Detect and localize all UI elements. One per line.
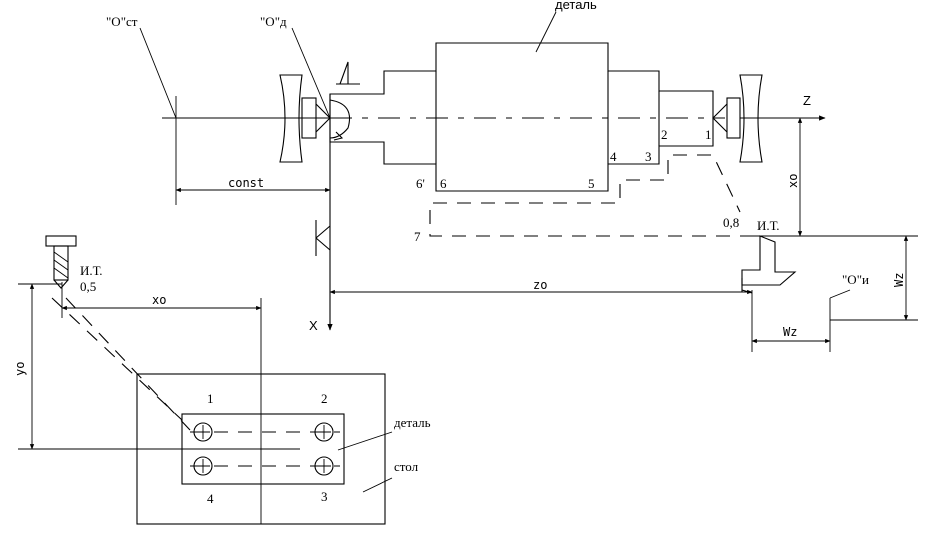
profile-point-7: 7 [414, 229, 421, 244]
const-label: const [228, 176, 264, 190]
milling-setup [18, 235, 393, 525]
hole-label-4: 4 [207, 491, 214, 506]
drill-path-1 [65, 297, 191, 431]
origin-d-leader [291, 27, 331, 119]
origin-d-label: "О"д [260, 14, 287, 29]
hole-label-3: 3 [321, 489, 328, 504]
tool-path [429, 154, 741, 237]
hole-label-2: 2 [321, 391, 328, 406]
origin-i-leader [829, 289, 851, 299]
table-leader [362, 477, 393, 493]
origin-i-label: "О"и [842, 272, 869, 287]
tool-top-radius: 0,8 [723, 215, 739, 230]
xo-bottom-label: xo [152, 293, 166, 307]
profile-point-5: 5 [588, 176, 595, 191]
tool-top-label: И.Т. [757, 218, 780, 233]
profile-point-4: 4 [610, 149, 617, 164]
part-bottom-leader [337, 431, 393, 451]
right-center-body [739, 74, 763, 163]
tool-bottom-radius: 0,5 [80, 279, 96, 294]
support-symbol [315, 220, 331, 256]
xo-top-label: xo [786, 174, 800, 188]
x-axis-label: X [309, 318, 318, 333]
drill-flutes [53, 251, 69, 279]
profile-point-6prime: 6' [416, 176, 425, 191]
drill-point [53, 279, 69, 289]
part-profile [329, 42, 714, 192]
left-center-shank [301, 97, 317, 139]
hole-label-1: 1 [207, 391, 214, 406]
z-axis-label: Z [803, 93, 811, 108]
profile-point-2: 2 [661, 127, 668, 142]
part-bottom-label: деталь [394, 415, 431, 430]
right-center-shank [726, 97, 741, 139]
drill-path-2 [51, 297, 183, 421]
zo-label: zo [533, 278, 547, 292]
chuck-mark-1 [336, 61, 360, 85]
tool-bottom-label: И.Т. [80, 263, 103, 278]
yo-label: yo [13, 362, 27, 376]
drill-chuck [45, 235, 77, 247]
origin-st-leader [139, 27, 177, 119]
part-top-label: деталь [555, 0, 597, 12]
wz-vert-label: Wz [892, 273, 906, 287]
wz-horiz-label: Wz [783, 325, 797, 339]
driver-dog-arrow [333, 131, 344, 141]
lathe-tool [741, 235, 797, 286]
turning-setup [139, 11, 918, 352]
profile-point-1: 1 [705, 127, 712, 142]
profile-point-3: 3 [645, 149, 652, 164]
drill-body [53, 245, 69, 281]
left-center-body [279, 74, 303, 163]
driver-dog [329, 99, 351, 139]
origin-st-label: "О"ст [106, 14, 138, 29]
part-top-leader [535, 11, 557, 53]
profile-point-6: 6 [440, 176, 447, 191]
drill-tool [45, 235, 77, 289]
table-label: стол [394, 459, 419, 474]
